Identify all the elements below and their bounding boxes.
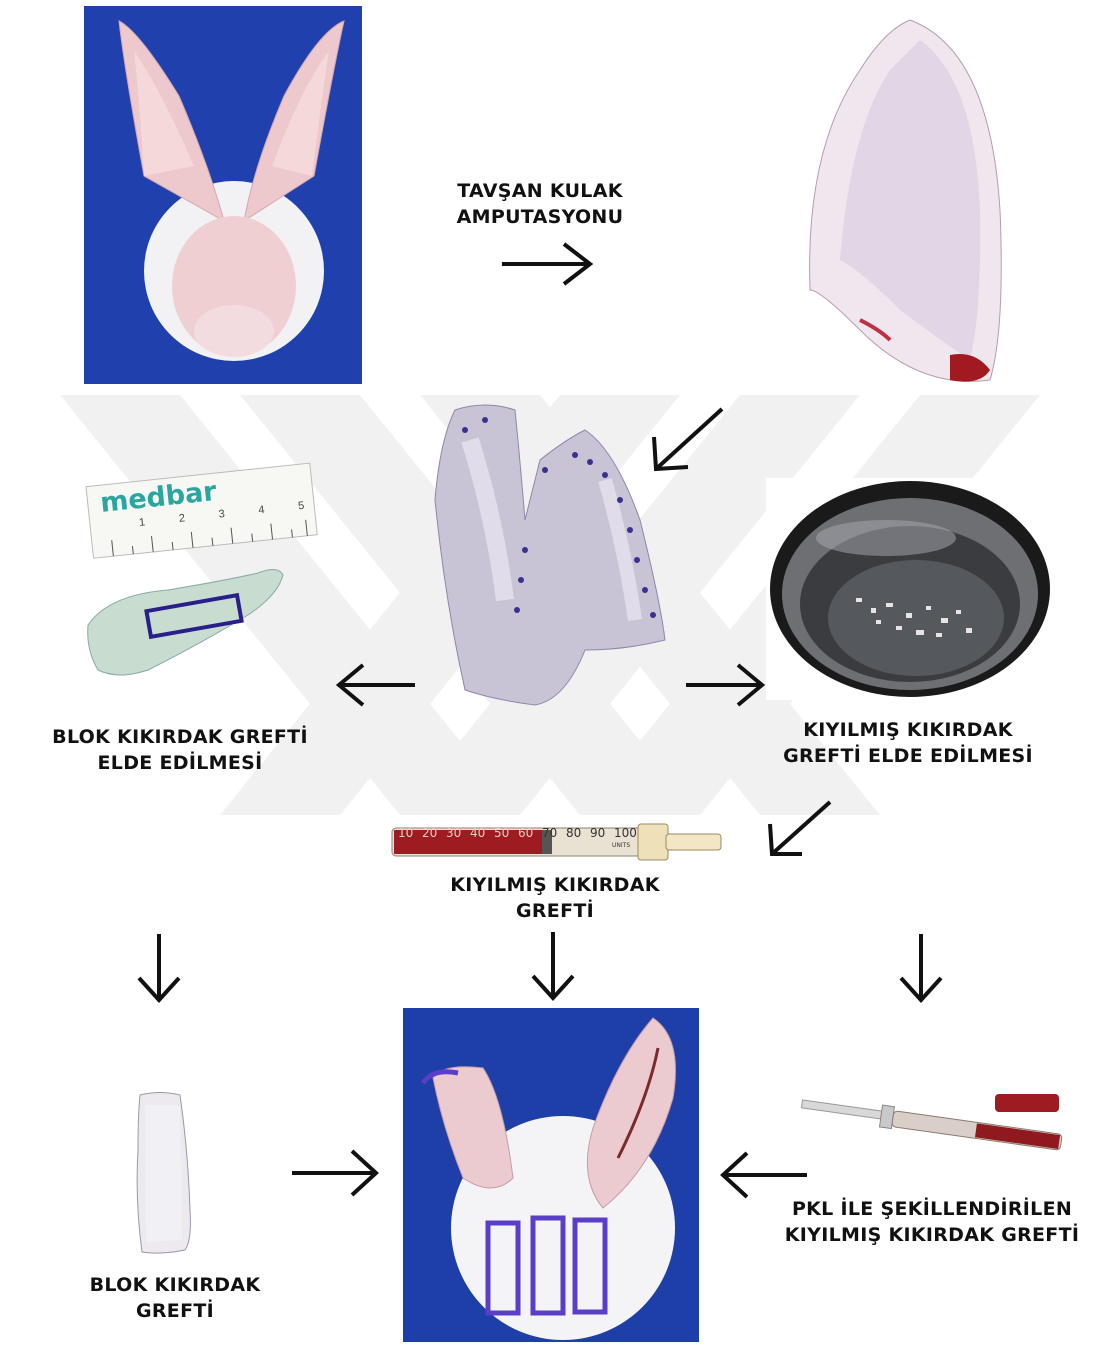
block-harvest-label: BLOK KIKIRDAK GREFTİ ELDE EDİLMESİ <box>30 724 330 776</box>
arrow-right-icon <box>498 240 598 288</box>
ruler-tick-label: 1 <box>138 516 145 529</box>
arrow-down-icon <box>136 930 182 1006</box>
syringe-tick-label: 100 <box>614 826 637 840</box>
syringe-tick-label: 40 <box>470 826 485 840</box>
arrow-left-icon <box>333 662 419 708</box>
grafted-rabbit-photo <box>403 1008 699 1342</box>
arrow-down-icon <box>530 928 576 1004</box>
arrow-right-icon <box>682 662 768 708</box>
arrow-down-icon <box>898 930 944 1006</box>
amputation-label-line1: TAVŞAN KULAK <box>440 178 640 204</box>
diced-harvest-label-line2: GREFTİ ELDE EDİLMESİ <box>758 743 1058 769</box>
syringe-tick-label: 90 <box>590 826 605 840</box>
block-graft-label-line2: GREFTİ <box>40 1298 310 1324</box>
ruler-tick-label: 3 <box>218 508 225 521</box>
pcl-graft-label: PKL İLE ŞEKİLLENDİRİLEN KIYILMIŞ KIKIRDA… <box>765 1196 1099 1248</box>
syringe-tick-label: 30 <box>446 826 461 840</box>
bowl-diced-cartilage-photo <box>766 478 1054 700</box>
arrow-right-icon <box>288 1148 384 1198</box>
diced-harvest-label-line1: KIYILMIŞ KIKIRDAK <box>758 717 1058 743</box>
arrow-down-left-icon <box>764 798 836 862</box>
pcl-graft-label-line1: PKL İLE ŞEKİLLENDİRİLEN <box>765 1196 1099 1222</box>
syringe-tick-label: 80 <box>566 826 581 840</box>
syringe-tick-label: 10 <box>398 826 413 840</box>
block-harvest-label-line2: ELDE EDİLMESİ <box>30 750 330 776</box>
block-graft-label-line1: BLOK KIKIRDAK <box>40 1272 310 1298</box>
diced-harvest-label: KIYILMIŞ KIKIRDAK GREFTİ ELDE EDİLMESİ <box>758 717 1058 769</box>
pcl-graft-syringe-photo <box>795 1088 1065 1160</box>
rabbit-head-photo <box>84 6 362 384</box>
syringe-tick-label: 60 <box>518 826 533 840</box>
block-harvest-label-line1: BLOK KIKIRDAK GREFTİ <box>30 724 330 750</box>
harvested-cartilage-photo <box>425 400 675 710</box>
ruler-tick-label: 2 <box>178 512 185 525</box>
syringe-scale: 10 20 30 40 50 60 70 80 90 100 <box>392 826 642 846</box>
syringe-tick-label: 70 <box>542 826 557 840</box>
amputated-ear-photo <box>800 10 1015 390</box>
pcl-graft-label-line2: KIYILMIŞ KIKIRDAK GREFTİ <box>765 1222 1099 1248</box>
syringe-tick-label: 20 <box>422 826 437 840</box>
ruler-tick-label: 5 <box>298 500 305 513</box>
block-graft-label: BLOK KIKIRDAK GREFTİ <box>40 1272 310 1324</box>
diced-graft-label-line1: KIYILMIŞ KIKIRDAK <box>405 872 705 898</box>
block-graft-photo <box>130 1090 200 1260</box>
syringe-tick-label: 50 <box>494 826 509 840</box>
amputation-label: TAVŞAN KULAK AMPUTASYONU <box>440 178 640 230</box>
amputation-label-line2: AMPUTASYONU <box>440 204 640 230</box>
ruler-tick-label: 4 <box>258 504 265 517</box>
diced-graft-label: KIYILMIŞ KIKIRDAK GREFTİ <box>405 872 705 924</box>
syringe-units: UNITS <box>612 842 630 849</box>
diced-graft-label-line2: GREFTİ <box>405 898 705 924</box>
